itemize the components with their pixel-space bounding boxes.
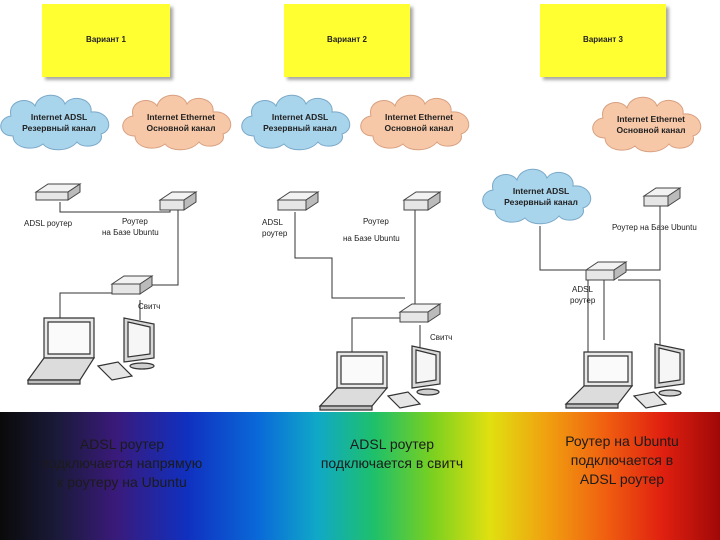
svg-text:Основной канал: Основной канал: [384, 123, 453, 133]
laptop-icon: [564, 351, 634, 409]
svg-text:Internet Ethernet: Internet Ethernet: [385, 112, 453, 122]
ubuntu-router-label: Роутер: [363, 217, 389, 226]
adsl-router-label: роутер: [570, 296, 596, 305]
cloud-adsl-3: Internet ADSL Резервный канал: [482, 168, 592, 225]
variant-title: Вариант 1: [86, 35, 126, 44]
cloud-adsl-2: Internet ADSL Резервный канал: [241, 94, 351, 151]
variant-title: Вариант 3: [583, 35, 623, 44]
ubuntu-router-icon: [642, 187, 682, 207]
switch-icon: [110, 275, 154, 295]
cloud-ethernet-1: Internet Ethernet Основной канал: [122, 94, 232, 151]
switch-label: Свитч: [430, 333, 452, 342]
adsl-router-label: ADSL роутер: [24, 219, 73, 228]
desktop-icon: [96, 317, 155, 381]
laptop-icon: [26, 317, 96, 385]
switch-icon: [398, 303, 442, 323]
adsl-router-label: ADSL: [262, 218, 283, 227]
cloud-ethernet-3: Internet Ethernet Основной канал: [592, 96, 702, 153]
adsl-router-label: роутер: [262, 229, 288, 238]
ubuntu-router-icon: [402, 191, 442, 211]
svg-text:Internet ADSL: Internet ADSL: [513, 186, 569, 196]
adsl-router-icon: [276, 191, 320, 211]
ubuntu-router-label: на Базе Ubuntu: [102, 228, 159, 237]
svg-text:Основной канал: Основной канал: [146, 123, 215, 133]
caption-band: [0, 412, 720, 540]
variant-note-3: Вариант 3: [540, 4, 666, 77]
cloud-adsl-1: Internet ADSL Резервный канал: [0, 94, 110, 151]
caption-variant-2: ADSL роутер подключается в свитч: [320, 436, 464, 471]
caption-variant-1: ADSL роутер подключается напрямую к роут…: [41, 436, 203, 490]
svg-text:Internet Ethernet: Internet Ethernet: [147, 112, 215, 122]
svg-text:Резервный канал: Резервный канал: [263, 123, 337, 133]
adsl-router-label: ADSL: [572, 285, 593, 294]
ubuntu-router-label: Роутер на Базе Ubuntu: [612, 223, 697, 232]
switch-label: Свитч: [138, 302, 160, 311]
svg-text:Internet ADSL: Internet ADSL: [272, 112, 328, 122]
svg-text:Резервный канал: Резервный канал: [504, 197, 578, 207]
variant-title: Вариант 2: [327, 35, 367, 44]
svg-text:Основной канал: Основной канал: [616, 125, 685, 135]
adsl-router-icon: [34, 183, 82, 201]
ubuntu-router-label: Роутер: [122, 217, 148, 226]
caption-variant-3: Роутер на Ubuntu подключается в ADSL роу…: [565, 433, 679, 487]
variant-note-1: Вариант 1: [42, 4, 170, 77]
variant-note-2: Вариант 2: [284, 4, 410, 77]
desktop-icon: [632, 343, 685, 409]
desktop-icon: [386, 345, 441, 409]
laptop-icon: [318, 351, 389, 411]
ubuntu-router-icon: [158, 191, 198, 211]
svg-text:Internet ADSL: Internet ADSL: [31, 112, 87, 122]
svg-text:Internet Ethernet: Internet Ethernet: [617, 114, 685, 124]
ubuntu-router-label: на Базе Ubuntu: [343, 234, 400, 243]
adsl-router-icon: [584, 261, 628, 281]
cloud-ethernet-2: Internet Ethernet Основной канал: [360, 94, 470, 151]
network-diagram: Вариант 1 Вариант 2 Вариант 3 Internet A…: [0, 4, 702, 411]
svg-text:Резервный канал: Резервный канал: [22, 123, 96, 133]
connection-lines: [59, 202, 661, 355]
